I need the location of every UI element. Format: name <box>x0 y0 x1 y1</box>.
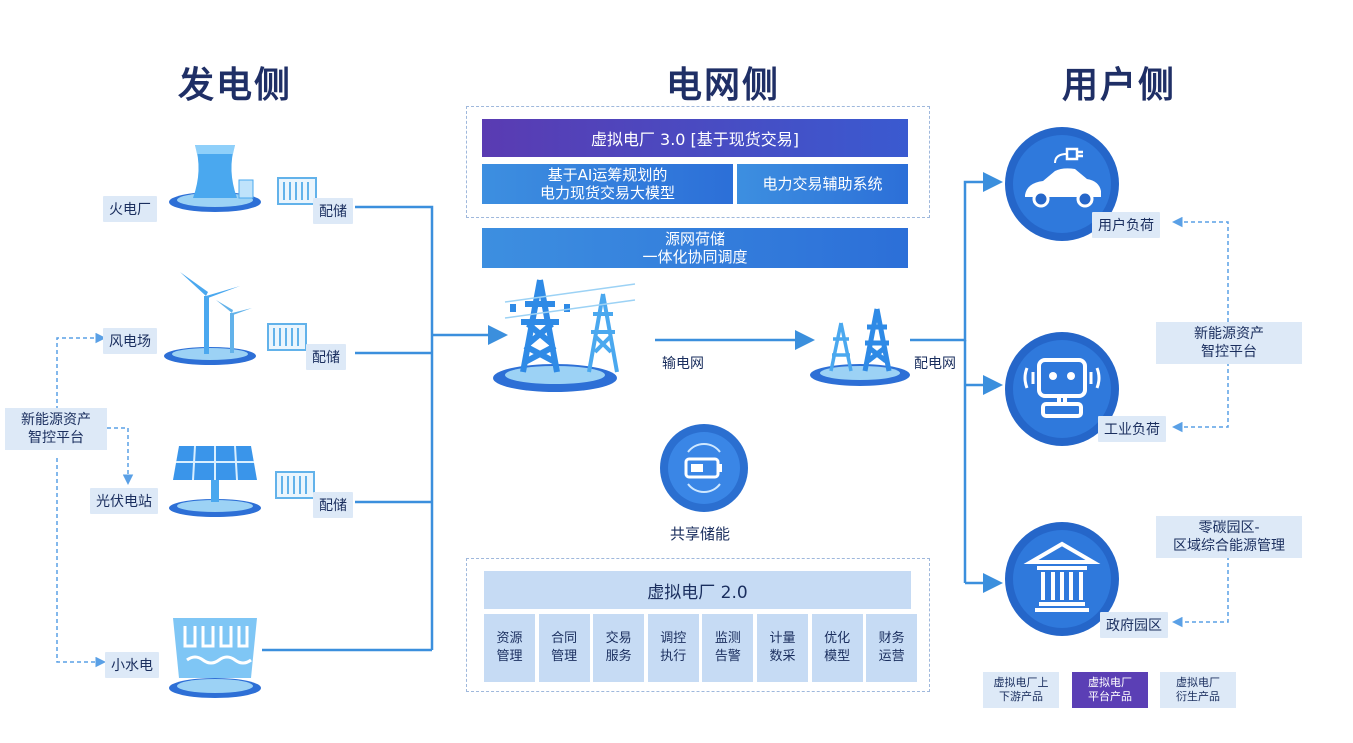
vpp2-module-3: 调控执行 <box>647 614 699 682</box>
vpp2-module-1: 合同管理 <box>538 614 590 682</box>
left-platform-line2: 智控平台 <box>28 430 84 446</box>
transmission-tower-icon <box>485 274 645 400</box>
storage-label-thermal: 配储 <box>313 198 353 224</box>
hydro-dam-icon <box>165 612 265 706</box>
legend-item-1: 虚拟电厂平台产品 <box>1072 672 1148 708</box>
legend-item-2: 虚拟电厂衍生产品 <box>1160 672 1236 708</box>
vpp2-module-6: 优化模型 <box>811 614 863 682</box>
user-side-title: 用户侧 <box>1062 65 1177 106</box>
wind-turbine-icon <box>160 268 265 372</box>
thermal-plant-icon <box>165 140 265 219</box>
legend-line2: 平台产品 <box>1088 690 1132 703</box>
storage-icon <box>274 466 318 506</box>
legend-line2: 衍生产品 <box>1176 690 1220 703</box>
vpp2-module-line2: 管理 <box>551 649 578 664</box>
legend-item-0: 虚拟电厂上下游产品 <box>983 672 1059 708</box>
right-platform-line1: 新能源资产 <box>1194 326 1264 342</box>
vpp2-module-line1: 合同 <box>551 631 578 646</box>
user-load-label: 用户负荷 <box>1092 212 1160 238</box>
storage-icon <box>276 172 320 212</box>
zero-carbon-line1: 零碳园区- <box>1198 520 1260 536</box>
vpp2-frame <box>466 558 930 692</box>
vpp2-module-line1: 优化 <box>824 631 851 646</box>
vpp2-module-7: 财务运营 <box>866 614 918 682</box>
vpp2-module-2: 交易服务 <box>593 614 645 682</box>
legend-line1: 虚拟电厂上 <box>993 676 1049 689</box>
legend-line1: 虚拟电厂 <box>1176 676 1220 689</box>
solar-panel-icon <box>165 440 265 524</box>
zero-carbon-line2: 区域综合能源管理 <box>1173 538 1285 554</box>
right-asset-platform: 新能源资产 智控平台 <box>1156 322 1302 364</box>
trading-assist-system: 电力交易辅助系统 <box>737 164 908 204</box>
left-asset-platform: 新能源资产 智控平台 <box>5 408 107 450</box>
vpp3-frame <box>466 106 930 218</box>
vpp2-module-line1: 监测 <box>714 631 741 646</box>
vpp2-module-line1: 资源 <box>496 631 523 646</box>
solar-station-label: 光伏电站 <box>90 488 158 514</box>
robot-icon <box>1003 330 1121 452</box>
vpp2-module-5: 计量数采 <box>757 614 808 682</box>
grid-side-title: 电网侧 <box>666 65 781 106</box>
transmission-grid-label: 输电网 <box>662 356 704 372</box>
gov-park-label: 政府园区 <box>1100 612 1168 638</box>
coord-line2: 一体化协同调度 <box>642 248 748 266</box>
small-hydro-label: 小水电 <box>105 652 159 678</box>
ev-car-icon <box>1003 125 1121 247</box>
government-building-icon <box>1003 520 1121 642</box>
storage-icon <box>266 318 310 358</box>
vpp2-module-line2: 执行 <box>660 649 687 664</box>
vpp2-module-line2: 数采 <box>769 649 796 664</box>
shared-storage-label: 共享储能 <box>670 525 731 543</box>
wind-farm-label: 风电场 <box>103 328 157 354</box>
vpp2-module-line2: 服务 <box>605 649 632 664</box>
distribution-tower-icon <box>805 305 915 394</box>
vpp3-title-bar: 虚拟电厂 3.0 [基于现货交易] <box>482 119 908 157</box>
vpp2-module-line2: 模型 <box>824 649 851 664</box>
vpp2-module-line1: 调控 <box>660 631 687 646</box>
vpp2-module-4: 监测告警 <box>702 614 754 682</box>
legend-line2: 下游产品 <box>999 690 1043 703</box>
generation-side-title: 发电侧 <box>178 65 293 106</box>
left-platform-line1: 新能源资产 <box>21 412 91 428</box>
shared-storage-icon <box>658 422 750 518</box>
ai-model-line2: 电力现货交易大模型 <box>539 184 675 202</box>
zero-carbon-park-box: 零碳园区- 区域综合能源管理 <box>1156 516 1302 558</box>
vpp2-module-0: 资源管理 <box>484 614 535 682</box>
thermal-plant-label: 火电厂 <box>103 196 157 222</box>
coordinated-dispatch-bar: 源网荷储 一体化协同调度 <box>482 228 908 268</box>
vpp2-module-line1: 计量 <box>769 631 796 646</box>
vpp2-title-bar: 虚拟电厂 2.0 <box>484 571 911 609</box>
vpp2-module-line2: 管理 <box>496 649 523 664</box>
coord-line1: 源网荷储 <box>664 230 725 248</box>
storage-label-wind: 配储 <box>306 344 346 370</box>
legend-line1: 虚拟电厂 <box>1088 676 1132 689</box>
ai-trading-model: 基于AI运筹规划的 电力现货交易大模型 <box>482 164 733 204</box>
distribution-grid-label: 配电网 <box>914 356 956 372</box>
vpp2-module-line2: 运营 <box>878 649 905 664</box>
industrial-load-label: 工业负荷 <box>1098 416 1166 442</box>
vpp2-module-line2: 告警 <box>714 649 741 664</box>
right-platform-line2: 智控平台 <box>1201 344 1257 360</box>
storage-label-solar: 配储 <box>313 492 353 518</box>
ai-model-line1: 基于AI运筹规划的 <box>547 166 668 184</box>
vpp2-module-line1: 交易 <box>605 631 632 646</box>
vpp2-module-line1: 财务 <box>878 631 905 646</box>
